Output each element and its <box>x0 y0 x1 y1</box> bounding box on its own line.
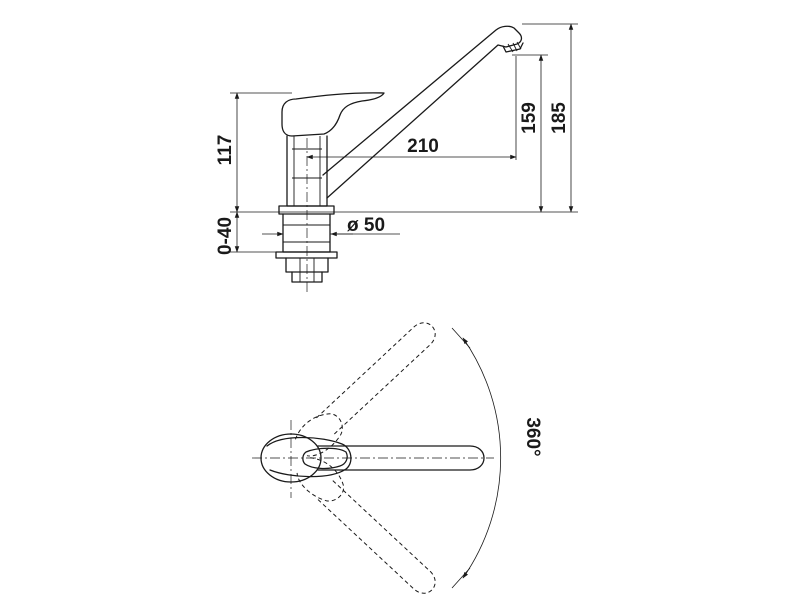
lever-handle <box>281 92 385 137</box>
spout-top-view <box>317 445 485 471</box>
ghost-lever-lower <box>296 457 345 502</box>
lever-top-view <box>266 436 352 478</box>
spout <box>322 25 523 199</box>
dimension-185-label: 185 <box>549 102 570 134</box>
side-view: 117 0-40 210 159 185 ø 50 <box>215 23 578 292</box>
lever-inner <box>302 447 348 470</box>
dimension-0-40-label: 0-40 <box>215 217 236 255</box>
dimension-159-label: 159 <box>519 102 540 134</box>
ghost-spout-upper <box>316 322 436 436</box>
base-ring <box>278 205 335 215</box>
mounting-block <box>282 213 331 253</box>
dimension-210-label: 210 <box>407 136 439 157</box>
top-view: 360° <box>252 322 543 594</box>
dimension-117-label: 117 <box>215 135 236 166</box>
rotation-label: 360° <box>522 417 543 456</box>
ghost-spout-lower <box>316 480 436 594</box>
rotation-arc <box>462 337 502 579</box>
ghost-lever-upper <box>294 413 343 457</box>
dimension-diameter-label: ø 50 <box>347 215 385 236</box>
